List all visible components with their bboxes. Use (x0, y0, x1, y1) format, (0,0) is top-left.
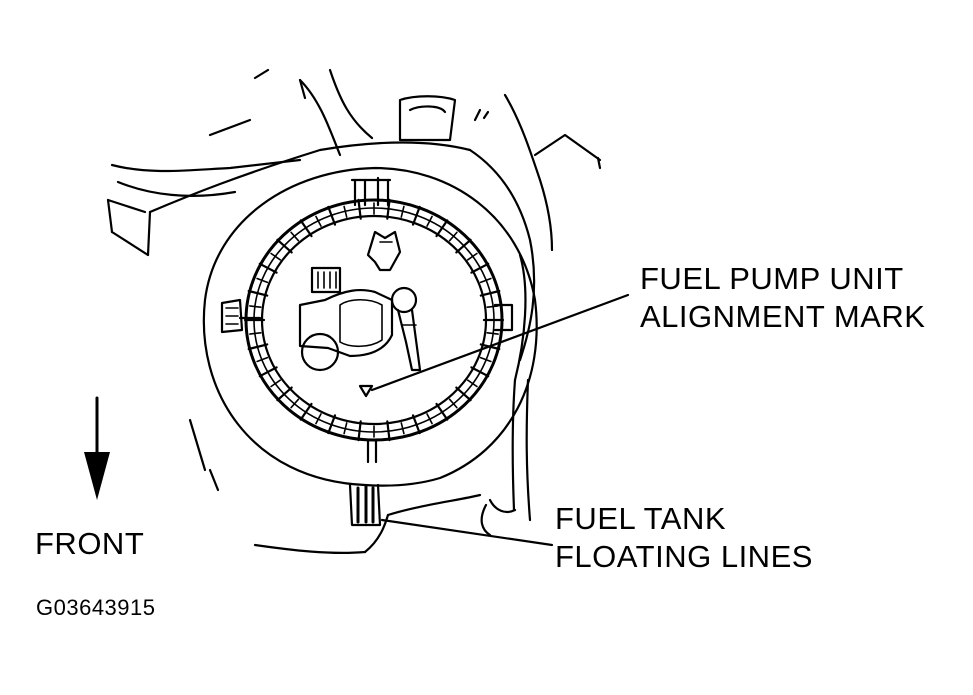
floating-lines-label-line2: FLOATING LINES (555, 539, 813, 574)
pump-alignment-label: FUEL PUMP UNIT ALIGNMENT MARK (640, 260, 925, 336)
flange-tick-minor (256, 277, 269, 284)
tank-body-outline (106, 68, 602, 554)
flange-tick-minor (466, 252, 478, 261)
flange-tick-minor (270, 379, 282, 388)
flange-tick-minor (315, 215, 322, 227)
floating-lines-label-line1: FUEL TANK (555, 501, 727, 536)
flange-tick (455, 238, 472, 254)
flange-tick-minor (249, 331, 262, 335)
flange-tick-minor (448, 398, 458, 409)
flange-tick-minor (256, 356, 269, 363)
flange-tick (276, 238, 293, 254)
flange-tick (411, 414, 421, 435)
flange-tick-minor (290, 398, 300, 409)
floating-lines-marker (348, 438, 382, 527)
flange-tick (299, 402, 313, 421)
flange-tick (386, 420, 391, 442)
flange-tick-minor (448, 231, 458, 242)
flange-tick (247, 343, 269, 351)
flange-tick (258, 366, 278, 378)
flange-tick-minor (315, 413, 322, 425)
flange-tick (455, 386, 472, 402)
flange-tick (247, 289, 269, 297)
flange-tick (411, 205, 421, 226)
ring-top-tabs (350, 176, 392, 207)
flange-tick-minor (426, 413, 433, 425)
flange-tick-minor (426, 215, 433, 227)
flange-tick (258, 262, 278, 274)
flange-tick (299, 219, 313, 238)
flange-tick (470, 366, 490, 378)
front-label: FRONT (35, 526, 145, 561)
flange-tick-minor (486, 331, 499, 335)
flange-tick (276, 386, 293, 402)
pump-alignment-label-line2: ALIGNMENT MARK (640, 299, 926, 334)
flange-tick (357, 198, 362, 220)
flange-tick-minor (400, 422, 405, 435)
flange-tick (479, 289, 501, 297)
flange-bolt-ticks (243, 198, 505, 442)
flange-tick-minor (400, 205, 405, 218)
flange-tick (327, 205, 337, 226)
flange-tick-minor (479, 277, 492, 284)
flange-tick (386, 198, 391, 220)
flange-tick-minor (466, 379, 478, 388)
flange-tick-minor (343, 422, 348, 435)
flange-tick-minor (486, 305, 499, 309)
pump-mark-leader (370, 293, 630, 392)
flange-tick-minor (290, 231, 300, 242)
pump-alignment-label-line1: FUEL PUMP UNIT (640, 261, 904, 296)
tank-opening-outline (202, 166, 538, 487)
flange-tick (470, 262, 490, 274)
figure-id: G03643915 (36, 595, 156, 620)
pump-flange-ring (243, 198, 505, 442)
flange-tick-minor (479, 356, 492, 363)
pump-top-components (298, 230, 422, 398)
flange-tick (435, 219, 449, 238)
flange-tick-minor (343, 205, 348, 218)
flange-tick (435, 402, 449, 421)
flange-tick (357, 420, 362, 442)
callout-leaders (370, 293, 630, 547)
flange-tick (327, 414, 337, 435)
flange-tick-minor (270, 252, 282, 261)
front-arrow-icon (84, 396, 110, 500)
flange-tick-minor (249, 305, 262, 309)
floating-lines-leader (380, 518, 554, 547)
floating-lines-label: FUEL TANK FLOATING LINES (555, 500, 813, 576)
